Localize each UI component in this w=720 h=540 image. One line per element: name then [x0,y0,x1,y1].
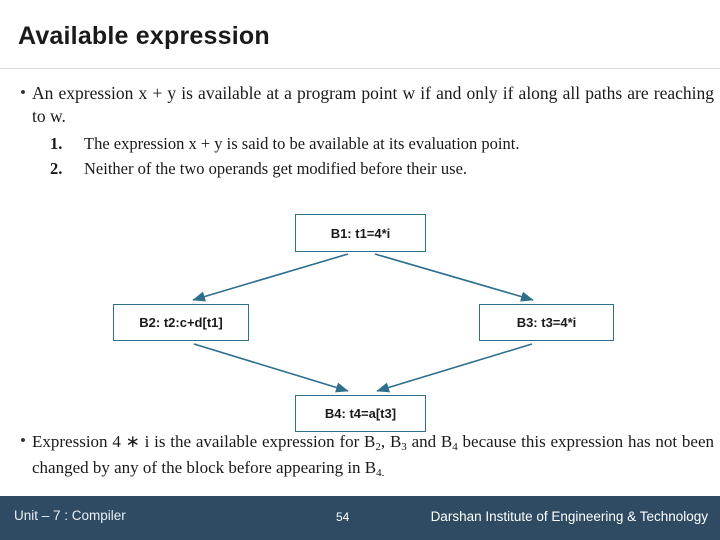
flow-node-b2: B2: t2:c+d[t1] [113,304,249,341]
sub-list-item: 2. Neither of the two operands get modif… [50,157,695,180]
closing-text-part3: and B [406,432,453,451]
closing-sub-4: 4 [452,441,458,453]
sub-list-text: The expression x + y is said to be avail… [84,134,520,153]
sub-list: 1. The expression x + y is said to be av… [50,132,695,180]
closing-text: Expression 4 ∗ i is the available expres… [32,430,714,482]
edge-b1-b2 [192,253,349,302]
bullet-text: An expression x + y is available at a pr… [32,83,714,126]
closing-text-part2: , B [380,432,402,451]
closing-sub-3: 3 [401,441,407,453]
closing-text-part1: Expression 4 ∗ i is the available expres… [32,432,376,451]
bullet-item: • An expression x + y is available at a … [14,82,714,128]
edge-b3-b4 [376,343,533,393]
footer-page-number: 54 [336,510,350,524]
edge-b1-b3 [374,253,534,302]
flow-node-b1: B1: t1=4*i [295,214,426,252]
closing-sub-2: 2 [375,441,381,453]
bullet-block: • An expression x + y is available at a … [14,82,714,182]
edge-b2-b4 [193,343,349,393]
footer-unit-label: Unit – 7 : Compiler [14,508,126,523]
flow-node-b3: B3: t3=4*i [479,304,614,341]
sub-list-item: 1. The expression x + y is said to be av… [50,132,695,155]
footer-bar: Unit – 7 : Compiler 54 Darshan Institute… [0,496,720,540]
closing-sub-4b: 4. [376,467,385,479]
flow-node-b4: B4: t4=a[t3] [295,395,426,432]
title-divider [0,68,720,69]
closing-block: • Expression 4 ∗ i is the available expr… [14,430,714,482]
sub-list-text: Neither of the two operands get modified… [84,159,468,178]
flowchart: B1: t1=4*i B2: t2:c+d[t1] B3: t3=4*i B4:… [0,205,720,435]
closing-bullet: • Expression 4 ∗ i is the available expr… [14,430,714,482]
sub-list-number: 1. [50,134,63,153]
flowchart-edges [192,253,534,393]
bullet-marker: • [20,432,26,449]
sub-list-number: 2. [50,159,63,178]
bullet-marker: • [20,84,26,101]
page-title: Available expression [18,22,270,50]
footer-institute-label: Darshan Institute of Engineering & Techn… [430,509,708,524]
closing-text-part4: because this expression has not been cha… [32,432,714,477]
